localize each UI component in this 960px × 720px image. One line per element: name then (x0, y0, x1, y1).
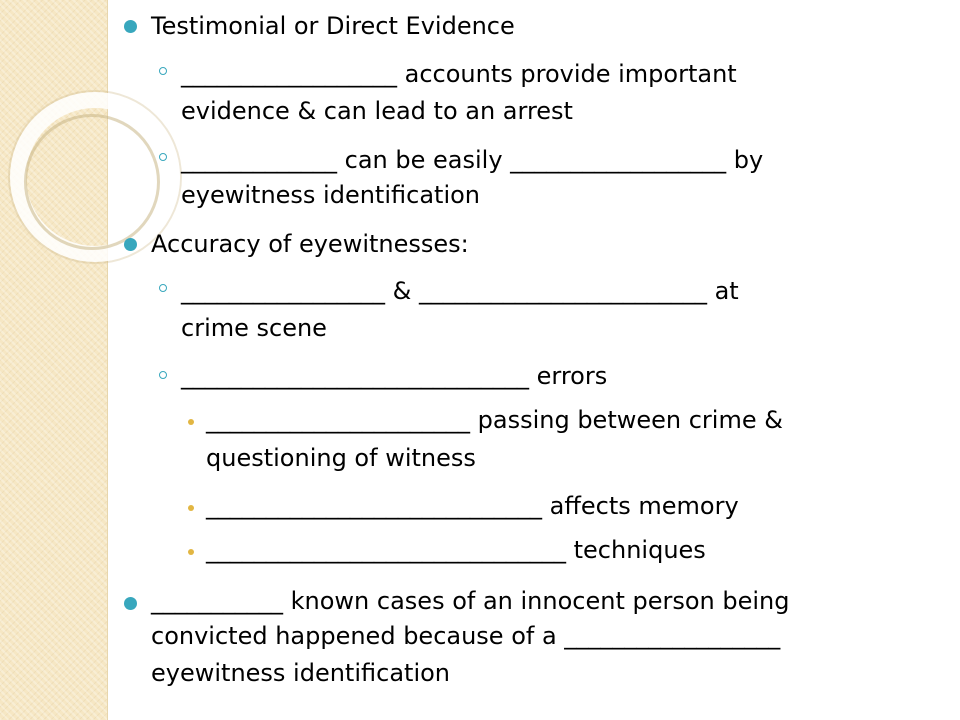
bullet-text: _____________________________ errors (181, 362, 608, 390)
bullet-text: __________________ accounts provide impo… (181, 60, 737, 88)
bullet-ring-icon (159, 153, 167, 161)
bullet-disc-icon (124, 597, 137, 610)
bullet-dot-icon (188, 419, 194, 425)
bullet-ring-icon (159, 67, 167, 75)
bullet-text: Testimonial or Direct Evidence (151, 12, 515, 40)
side-panel-edge (107, 0, 108, 720)
bullet-text: crime scene (181, 314, 327, 342)
bullet-ring-icon (159, 371, 167, 379)
bullet-disc-icon (124, 238, 137, 251)
bullet-text: questioning of witness (206, 444, 476, 472)
bullet-dot-icon (188, 549, 194, 555)
bullet-text: _________________ & ____________________… (181, 277, 739, 305)
bullet-text: _____________ can be easily ____________… (181, 146, 764, 174)
bullet-text: evidence & can lead to an arrest (181, 97, 573, 125)
bullet-dot-icon (188, 505, 194, 511)
bullet-text: eyewitness identification (151, 659, 451, 687)
bullet-text: Accuracy of eyewitnesses: (151, 230, 469, 258)
bullet-text: ____________________________ affects mem… (206, 492, 739, 520)
bullet-text: convicted happened because of a ________… (151, 622, 781, 650)
bullet-text: ______________________________ technique… (206, 536, 706, 564)
bullet-text: ___________ known cases of an innocent p… (151, 587, 790, 615)
bullet-text: eyewitness identification (181, 181, 481, 209)
bullet-ring-icon (159, 284, 167, 292)
bullet-disc-icon (124, 20, 137, 33)
bullet-text: ______________________ passing between c… (206, 406, 783, 434)
